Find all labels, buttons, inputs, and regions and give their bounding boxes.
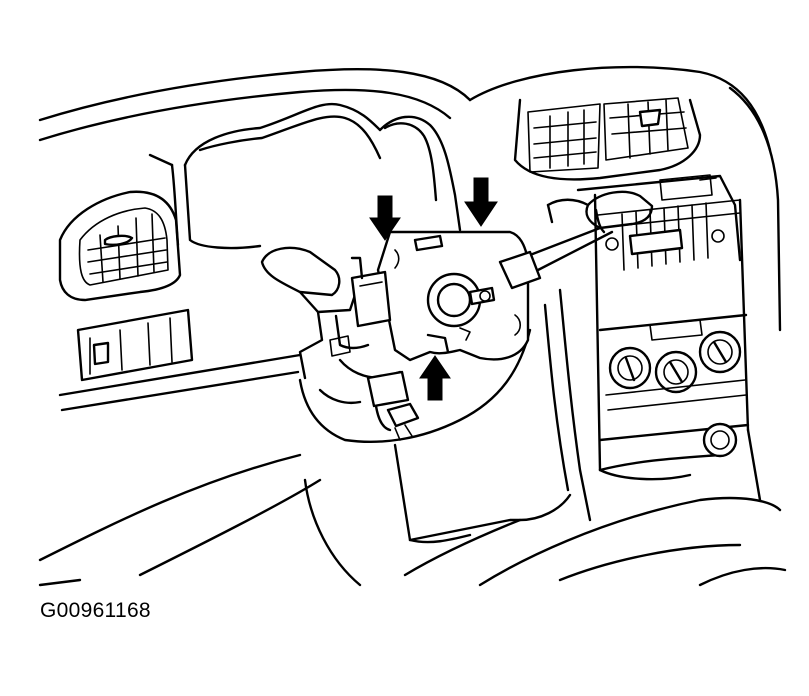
arrow-down-icon — [464, 177, 498, 227]
lower-mechanism — [318, 358, 420, 441]
combination-switch-body — [376, 230, 530, 362]
arrow-down-icon — [369, 195, 401, 241]
steering-column-cover — [298, 328, 572, 544]
instrument-cluster-hood — [148, 102, 462, 250]
left-switch-panel — [58, 308, 302, 412]
right-trim — [543, 288, 592, 522]
lower-right-console — [598, 422, 762, 502]
dashboard-illustration — [38, 65, 787, 587]
lower-dash — [38, 453, 787, 587]
dash-top-outline — [38, 65, 782, 332]
figure-id-label: G00961168 — [40, 599, 151, 622]
left-stalk — [260, 246, 392, 380]
hvac-controls — [605, 319, 747, 411]
arrow-up-icon — [419, 355, 451, 401]
center-console — [513, 97, 750, 472]
left-air-vent — [58, 190, 182, 302]
right-stalk — [498, 190, 654, 290]
